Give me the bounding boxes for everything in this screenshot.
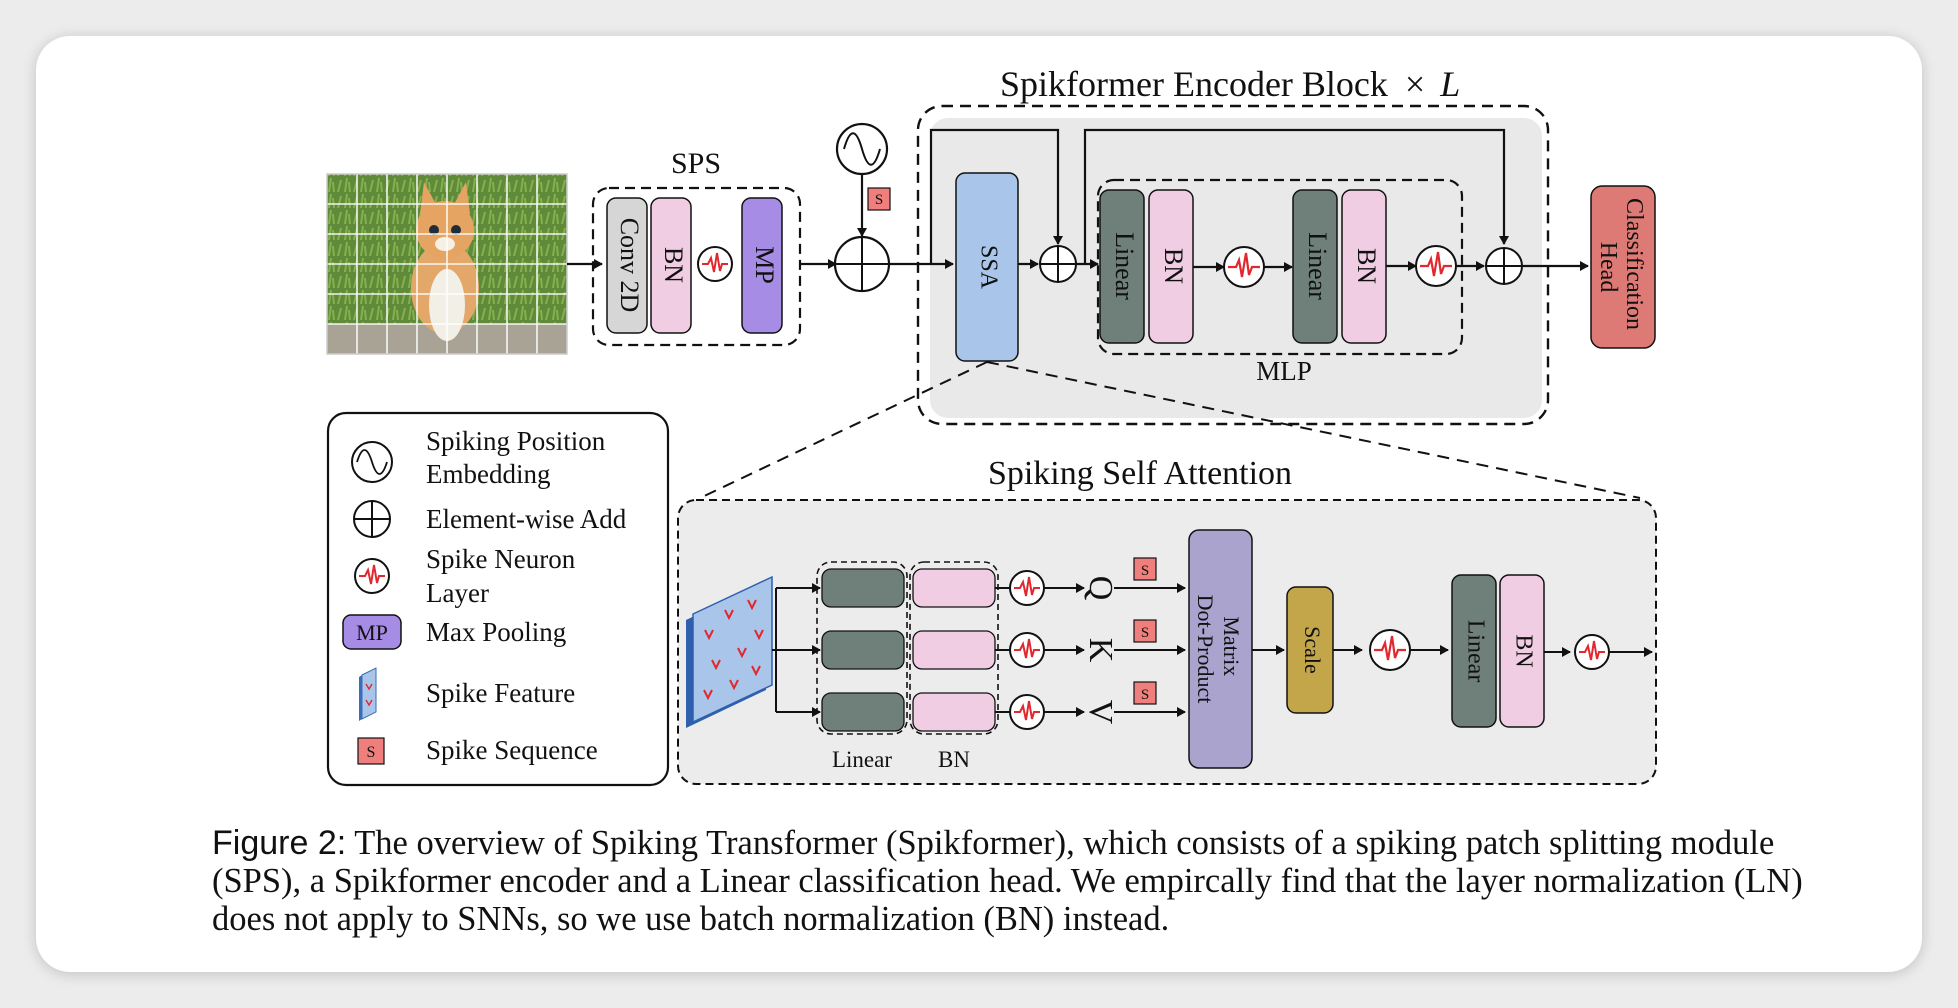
- figure-caption: Figure 2: The overview of Spiking Transf…: [212, 824, 1812, 938]
- ssa-add-icon: [1039, 245, 1077, 283]
- svg-text:BN: BN: [1352, 248, 1381, 284]
- sps-module: SPS Conv 2D BN MP: [591, 147, 802, 347]
- svg-text:SSA: SSA: [975, 245, 1001, 290]
- svg-text:Matrix Dot-Product: Matrix Dot-Product: [1193, 595, 1244, 704]
- ssa-detail-title: Spiking Self Attention: [988, 455, 1292, 492]
- v-linear: [821, 692, 905, 732]
- svg-text:Conv 2D: Conv 2D: [615, 218, 644, 313]
- v-bn: [912, 692, 996, 732]
- caption-label: Figure 2:: [212, 824, 347, 862]
- svg-text:MP: MP: [750, 246, 779, 284]
- legend-spike-neuron-icon: [354, 558, 390, 594]
- q-spike-neuron-icon: [1009, 570, 1045, 606]
- svg-text:BN: BN: [938, 747, 970, 772]
- svg-text:K: K: [1082, 638, 1119, 663]
- svg-text:Element-wise Add: Element-wise Add: [426, 504, 627, 534]
- mlp-spike-neuron-1-icon: [1222, 245, 1266, 289]
- spike-sequence-icon: [867, 187, 891, 211]
- svg-text:S: S: [1141, 625, 1149, 641]
- mlp-spike-neuron-2-icon: [1414, 244, 1458, 288]
- conv2d-block: [606, 197, 648, 334]
- q-linear: [821, 568, 905, 608]
- maxpool-block: [741, 197, 783, 334]
- svg-text:Spiking Position: Spiking Position: [426, 426, 606, 456]
- ssa-spike-feature-icon: [686, 575, 773, 728]
- svg-text:S: S: [875, 192, 883, 208]
- q-bn: [912, 568, 996, 608]
- sps-bn-block: [650, 197, 692, 334]
- svg-text:BN: BN: [659, 247, 688, 283]
- svg-text:Linear: Linear: [1462, 620, 1488, 683]
- svg-text:Spike Feature: Spike Feature: [426, 678, 575, 708]
- out-spike-neuron-icon: [1574, 634, 1610, 670]
- svg-text:Linear: Linear: [1110, 232, 1139, 300]
- svg-text:Max Pooling: Max Pooling: [426, 617, 566, 647]
- out-linear: [1451, 574, 1497, 728]
- svg-text:S: S: [1141, 687, 1149, 703]
- legend: Spiking Position Embedding Element-wise …: [326, 411, 670, 787]
- legend-mp-box-icon: [342, 614, 402, 650]
- svg-text:Linear: Linear: [1303, 232, 1332, 300]
- caption-text: The overview of Spiking Transformer (Spi…: [212, 824, 1803, 938]
- svg-text:Spike Sequence: Spike Sequence: [426, 735, 598, 765]
- legend-plus-circle-icon: [353, 500, 391, 538]
- svg-text:S: S: [1141, 563, 1149, 579]
- svg-text:V: V: [1082, 700, 1119, 725]
- mlp-add-icon: [1485, 247, 1523, 285]
- sps-spike-neuron-icon: [697, 246, 733, 282]
- svg-text:Spike Neuron: Spike Neuron: [426, 544, 576, 574]
- svg-text:Linear: Linear: [832, 747, 892, 772]
- legend-spike-sequence-icon: [357, 737, 385, 765]
- ssa-block: [955, 172, 1019, 362]
- k-bn: [912, 630, 996, 670]
- k-spike-neuron-icon: [1009, 632, 1045, 668]
- mlp-linear-1: [1099, 189, 1145, 344]
- svg-text:Scale: Scale: [1300, 626, 1325, 674]
- svg-text:Layer: Layer: [426, 578, 489, 608]
- ssa-detail-panel: Spiking Self Attention Linear BN: [677, 455, 1657, 785]
- svg-text:S: S: [367, 744, 376, 761]
- svg-text:Q: Q: [1082, 576, 1119, 601]
- mlp-title: MLP: [1256, 356, 1312, 386]
- legend-spike-feature-icon: [359, 667, 377, 721]
- svg-text:Classification Head: Classification Head: [1595, 198, 1647, 336]
- encoder-title: Spikformer Encoder Block × L: [1000, 64, 1460, 104]
- pe-add-icon: [833, 235, 891, 293]
- k-linear: [821, 630, 905, 670]
- svg-text:BN: BN: [1510, 634, 1536, 667]
- input-image: [326, 173, 568, 355]
- sps-title: SPS: [671, 147, 721, 180]
- mlp-linear-2: [1292, 189, 1338, 344]
- classification-head: [1590, 185, 1656, 349]
- svg-text:Embedding: Embedding: [426, 459, 550, 489]
- svg-text:MP: MP: [356, 620, 388, 645]
- svg-text:BN: BN: [1159, 248, 1188, 284]
- v-spike-neuron-icon: [1009, 694, 1045, 730]
- position-embedding: S: [835, 122, 891, 237]
- attn-spike-neuron-icon: [1368, 628, 1412, 672]
